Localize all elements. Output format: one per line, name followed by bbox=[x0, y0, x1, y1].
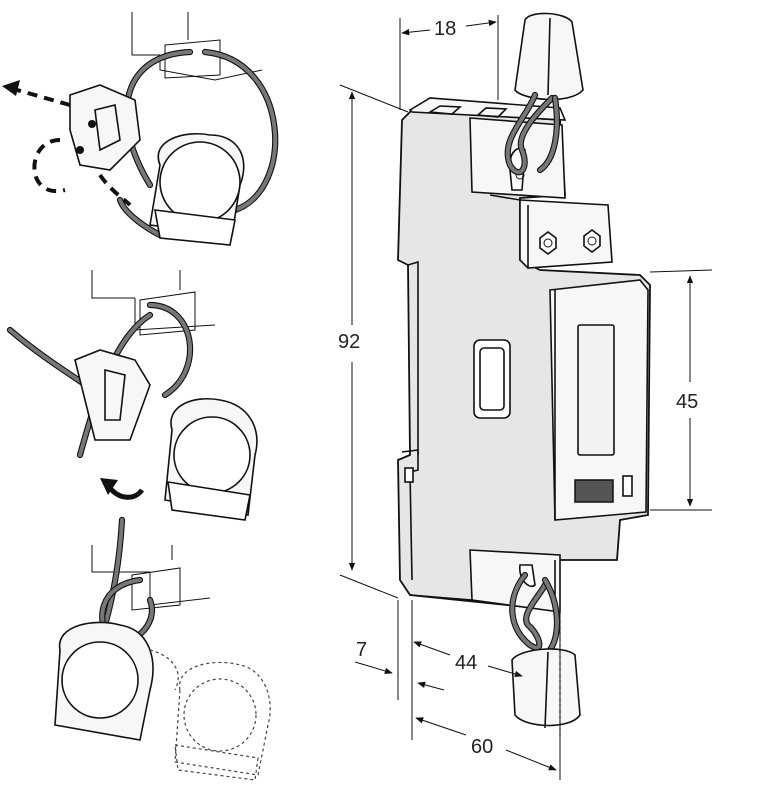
dimension-label-height-front: 45 bbox=[676, 391, 698, 413]
dimension-label-depth-mid: 44 bbox=[455, 652, 477, 674]
top-seal-illustration bbox=[504, 12, 584, 176]
dimension-label-width-top: 18 bbox=[434, 18, 456, 40]
seal-step-3-illustration bbox=[54, 516, 271, 781]
dimension-lines bbox=[339, 15, 713, 780]
dimension-label-height-total: 92 bbox=[338, 331, 360, 353]
curved-arrow-icon bbox=[108, 486, 145, 500]
energy-meter-illustration bbox=[397, 97, 651, 613]
dashed-arrow-left-icon bbox=[9, 86, 71, 107]
bottom-seal-illustration bbox=[509, 571, 581, 740]
seal-step-2-illustration bbox=[6, 270, 258, 521]
seal-step-1-illustration bbox=[2, 12, 279, 246]
dimension-label-rail-offset: 7 bbox=[356, 639, 367, 661]
dimension-label-depth-total: 60 bbox=[471, 736, 493, 758]
